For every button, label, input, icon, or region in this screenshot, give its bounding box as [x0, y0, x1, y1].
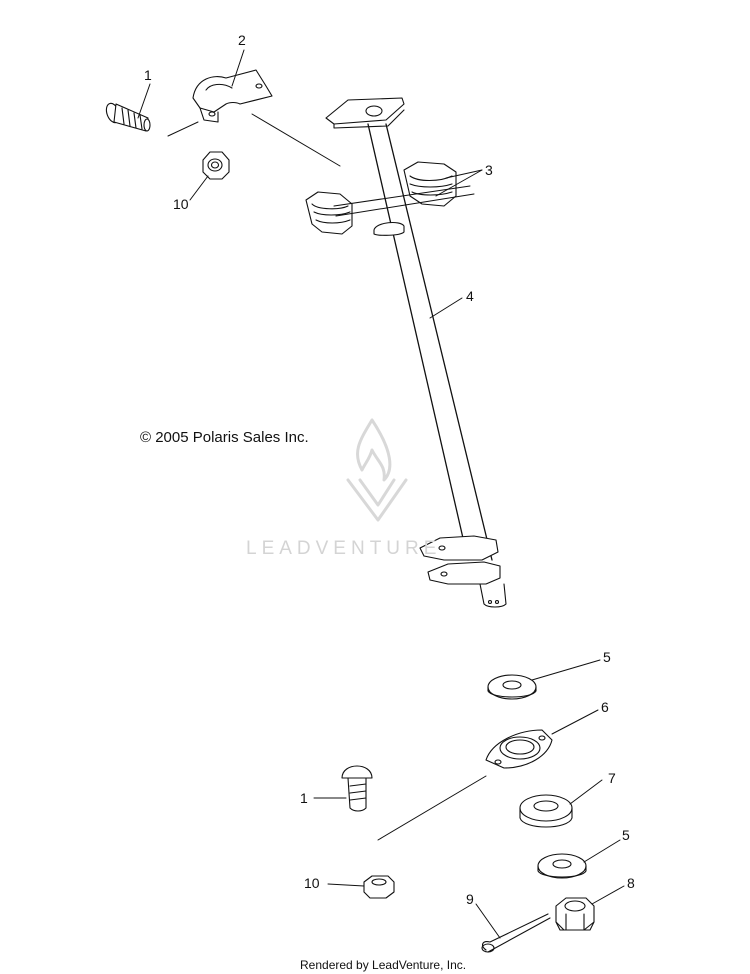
carriage-bolt-lower [341, 765, 373, 812]
footer-credit: Rendered by LeadVenture, Inc. [300, 958, 467, 972]
castle-nut [555, 897, 595, 931]
callout-5-lower: 5 [622, 827, 630, 843]
watermark-text: LEADVENTURE [246, 538, 442, 559]
washer-lower [537, 853, 587, 879]
callout-4: 4 [466, 288, 474, 304]
bearing-plate [485, 729, 553, 769]
callout-10-upper: 10 [173, 196, 189, 212]
callout-7: 7 [608, 770, 616, 786]
callout-6: 6 [601, 699, 609, 715]
bushing-right [403, 161, 457, 207]
callout-2: 2 [238, 32, 246, 48]
callout-10-lower: 10 [304, 875, 320, 891]
copyright-text: © 2005 Polaris Sales Inc. [140, 429, 309, 446]
callout-1-upper: 1 [144, 67, 152, 83]
steering-post [325, 97, 507, 608]
washer-upper [487, 674, 537, 700]
watermark-logo [346, 418, 408, 522]
cotter-pin [481, 913, 551, 953]
callout-3: 3 [485, 162, 493, 178]
bushing-left [305, 191, 353, 235]
steering-clamp [192, 69, 273, 123]
callout-5-upper: 5 [603, 649, 611, 665]
carriage-bolt-upper [105, 102, 151, 132]
bearing-ring [519, 794, 573, 828]
callout-9: 9 [466, 891, 474, 907]
leader-lines [137, 49, 625, 939]
callout-8: 8 [627, 875, 635, 891]
flange-nut-lower [363, 875, 395, 899]
callout-1-lower: 1 [300, 790, 308, 806]
flange-nut-upper [202, 151, 230, 180]
